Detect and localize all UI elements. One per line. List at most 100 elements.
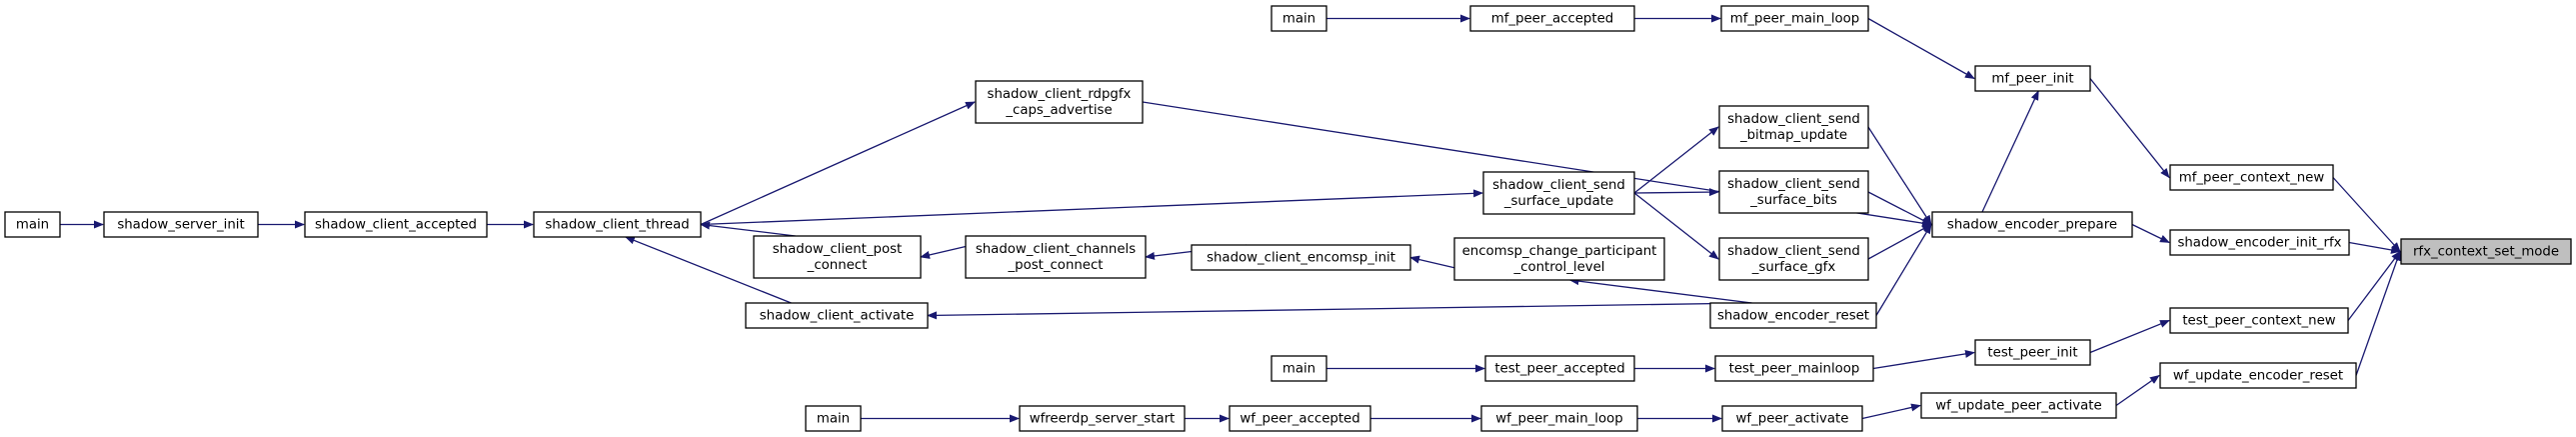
node-box: [745, 302, 929, 329]
node-label: shadow_client_encomsp_init: [1207, 251, 1395, 266]
node-box: [975, 80, 1144, 124]
node-box: [1931, 211, 2133, 238]
node-mf-peer-init[interactable]: mf_peer_init: [1974, 65, 2091, 92]
edge-n23-n20: [1568, 277, 1752, 304]
node-encomsp-change-participant-control-level[interactable]: encomsp_change_participant_control_level: [1453, 237, 1665, 281]
node-test-peer-mainloop[interactable]: test_peer_mainloop: [1714, 355, 1874, 382]
node-wf-peer-main-loop[interactable]: wf_peer_main_loop: [1480, 405, 1638, 432]
edge-n11-n6: [700, 101, 976, 226]
node-box: [103, 211, 259, 238]
node-shadow-client-accepted[interactable]: shadow_client_accepted: [304, 211, 488, 238]
node-box: [805, 405, 862, 432]
node-box: [1920, 392, 2117, 419]
node-box: [1718, 170, 1869, 214]
edge-n21-n14: [1867, 223, 1932, 260]
node-label: main: [817, 412, 850, 427]
node-label: shadow_client_post: [773, 242, 903, 257]
node-label: shadow_server_init: [117, 218, 244, 233]
node-box: [1482, 171, 1635, 215]
edge-n15-n16: [2348, 241, 2401, 254]
node-wf-update-encoder-reset[interactable]: wf_update_encoder_reset: [2159, 362, 2357, 389]
node-label: wf_peer_main_loop: [1495, 412, 1622, 427]
node-box: [1480, 405, 1638, 432]
node-mf-peer-main-loop[interactable]: mf_peer_main_loop: [1720, 5, 1869, 32]
node-label: test_peer_context_new: [2182, 314, 2335, 329]
node-label: test_peer_accepted: [1494, 362, 1624, 377]
node-shadow-client-send-bitmap-update[interactable]: shadow_client_send_bitmap_update: [1718, 105, 1869, 149]
node-label: _surface_bits: [1749, 193, 1837, 208]
node-mf-peer-context-new[interactable]: mf_peer_context_new: [2169, 164, 2334, 191]
node-label: rfx_context_set_mode: [2413, 245, 2559, 260]
node-shadow-client-channels-post-connect[interactable]: shadow_client_channels_post_connect: [965, 235, 1147, 279]
edge-n23-n14: [1875, 223, 1932, 316]
node-label: _connect: [807, 258, 868, 273]
node-label: _surface_gfx: [1751, 260, 1836, 275]
node-label: shadow_client_send: [1492, 178, 1625, 193]
node-box: [1191, 244, 1411, 271]
node-label: shadow_client_channels: [976, 242, 1136, 257]
node-label: main: [1283, 12, 1315, 27]
node-shadow-client-rdpgfx-caps-advertise[interactable]: shadow_client_rdpgfx_caps_advertise: [975, 80, 1144, 124]
node-box: [2159, 362, 2357, 389]
node-box: [1271, 5, 1327, 32]
edge-n3-n4: [1867, 17, 1975, 80]
edge-n35-n29: [2115, 374, 2160, 407]
edge-n23-n22: [927, 302, 1752, 320]
node-label: mf_peer_init: [1991, 72, 2073, 87]
node-layer: main mf_peer_accepted mf_peer_main_loop mf_…: [4, 5, 2572, 432]
node-test-peer-context-new[interactable]: test_peer_context_new: [2169, 307, 2349, 334]
node-label: wf_update_encoder_reset: [2173, 369, 2343, 384]
edge-n24-n16: [2347, 250, 2401, 321]
node-wf-update-peer-activate[interactable]: wf_update_peer_activate: [1920, 392, 2117, 419]
node-label: wf_peer_activate: [1736, 412, 1849, 427]
node-box: [1484, 355, 1635, 382]
node-shadow-encoder-init-rfx[interactable]: shadow_encoder_init_rfx: [2169, 229, 2350, 256]
node-box: [1469, 5, 1635, 32]
node-shadow-encoder-prepare[interactable]: shadow_encoder_prepare: [1931, 211, 2133, 238]
node-shadow-encoder-reset[interactable]: shadow_encoder_reset: [1709, 302, 1877, 329]
node-test-peer-init[interactable]: test_peer_init: [1974, 339, 2091, 366]
node-shadow-client-post-connect[interactable]: shadow_client_post_connect: [753, 235, 922, 279]
node-main[interactable]: main: [805, 405, 862, 432]
node-main[interactable]: main: [1271, 355, 1327, 382]
node-box: [2169, 164, 2334, 191]
edge-n12-n13: [1633, 188, 1719, 197]
node-label: shadow_client_send: [1727, 177, 1860, 192]
node-box: [1229, 405, 1371, 432]
node-label: _post_connect: [1007, 258, 1103, 273]
edge-n34-n35: [1861, 403, 1921, 420]
edge-n27-n28: [1872, 349, 1975, 370]
node-wf-peer-activate[interactable]: wf_peer_activate: [1721, 405, 1863, 432]
node-shadow-client-send-surface-gfx[interactable]: shadow_client_send_surface_gfx: [1718, 237, 1869, 281]
node-main[interactable]: main: [1271, 5, 1327, 32]
node-label: shadow_client_send: [1727, 244, 1860, 259]
node-label: test_peer_init: [1987, 346, 2077, 361]
node-box: [1974, 65, 2091, 92]
node-label: shadow_encoder_prepare: [1947, 218, 2117, 233]
node-box: [1019, 405, 1186, 432]
node-shadow-client-encomsp-init[interactable]: shadow_client_encomsp_init: [1191, 244, 1411, 271]
node-label: mf_peer_main_loop: [1730, 12, 1859, 27]
node-rfx-context-set-mode[interactable]: rfx_context_set_mode: [2400, 238, 2572, 265]
node-box: [1718, 105, 1869, 149]
node-shadow-client-send-surface-bits[interactable]: shadow_client_send_surface_bits: [1718, 170, 1869, 214]
node-test-peer-accepted[interactable]: test_peer_accepted: [1484, 355, 1635, 382]
edge-n4-n5: [2089, 78, 2170, 179]
node-label: wfreerdp_server_start: [1030, 412, 1176, 427]
node-shadow-client-thread[interactable]: shadow_client_thread: [533, 211, 702, 238]
node-mf-peer-accepted[interactable]: mf_peer_accepted: [1469, 5, 1635, 32]
node-wfreerdp-server-start[interactable]: wfreerdp_server_start: [1019, 405, 1186, 432]
node-wf-peer-accepted[interactable]: wf_peer_accepted: [1229, 405, 1371, 432]
node-label: wf_update_peer_activate: [1935, 399, 2101, 414]
node-main[interactable]: main: [4, 211, 61, 238]
node-shadow-server-init[interactable]: shadow_server_init: [103, 211, 259, 238]
node-shadow-client-activate[interactable]: shadow_client_activate: [745, 302, 929, 329]
node-shadow-client-send-surface-update[interactable]: shadow_client_send_surface_update: [1482, 171, 1635, 215]
edge-n22-n11: [624, 236, 792, 304]
edge-n5-n16: [2332, 177, 2401, 253]
node-label: shadow_client_thread: [545, 218, 689, 233]
node-label: main: [1283, 362, 1315, 377]
node-label: shadow_client_accepted: [315, 218, 477, 233]
edge-n7-n14: [1867, 126, 1932, 226]
